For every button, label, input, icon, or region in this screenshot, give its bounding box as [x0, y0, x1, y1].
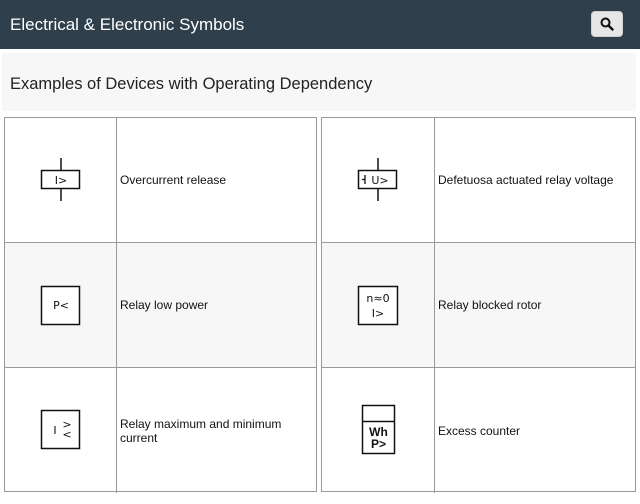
symbol-text-top: >	[62, 418, 71, 431]
table-row: Wh P> Excess counter	[322, 368, 635, 493]
symbol-text: I>	[55, 174, 67, 187]
symbol-label: Relay blocked rotor	[438, 298, 542, 312]
symbol-cell: n≈0 I>	[322, 243, 435, 367]
symbol-text-main: I	[53, 424, 56, 437]
symbol-cell: P<	[5, 243, 117, 367]
symbol-cell: Wh P>	[322, 368, 435, 493]
table-row: U> Defetuosa actuated relay voltage	[322, 118, 635, 243]
app-title: Electrical & Electronic Symbols	[10, 15, 245, 34]
symbol-label: Overcurrent release	[120, 173, 227, 187]
symbol-text-top: n≈0	[366, 292, 389, 305]
symbol-label: Defetuosa actuated relay voltage	[438, 173, 614, 187]
blocked-rotor-relay-symbol-icon: n≈0 I>	[357, 285, 399, 326]
page-subheader: Examples of Devices with Operating Depen…	[2, 53, 636, 111]
table-row: I > < Relay maximum and minimum current	[5, 368, 316, 493]
symbol-cell: U>	[322, 118, 435, 242]
symbol-cell: I>	[5, 118, 117, 242]
symbol-text-top: Wh	[369, 425, 388, 439]
table-row: n≈0 I> Relay blocked rotor	[322, 243, 635, 368]
symbol-text: U>	[371, 174, 388, 187]
max-min-current-relay-symbol-icon: I > <	[40, 409, 81, 450]
symbol-label: Relay maximum and minimum current	[120, 416, 282, 445]
symbol-text-bottom: P>	[371, 437, 386, 451]
table-row: P< Relay low power	[5, 243, 316, 368]
search-button[interactable]	[591, 11, 623, 37]
excess-counter-symbol-icon: Wh P>	[361, 404, 396, 455]
table-row: I> Overcurrent release	[5, 118, 316, 243]
symbol-label: Relay low power	[120, 298, 209, 312]
symbol-label: Excess counter	[438, 423, 521, 438]
fault-voltage-relay-symbol-icon: U>	[357, 158, 398, 201]
overcurrent-release-symbol-icon: I>	[40, 158, 81, 201]
symbol-cell: I > <	[5, 368, 117, 493]
symbol-text-bottom: <	[62, 428, 71, 441]
page-title: Examples of Devices with Operating Depen…	[10, 75, 373, 93]
low-power-relay-symbol-icon: P<	[40, 285, 81, 326]
top-bar: Electrical & Electronic Symbols	[0, 0, 640, 49]
symbol-table-left: I> Overcurrent release P< Relay low powe…	[4, 117, 317, 493]
search-icon	[600, 17, 614, 31]
symbol-text-bottom: I>	[372, 307, 384, 320]
symbol-table-right: U> Defetuosa actuated relay voltage n≈0 …	[321, 117, 636, 493]
symbol-text: P<	[53, 299, 69, 312]
